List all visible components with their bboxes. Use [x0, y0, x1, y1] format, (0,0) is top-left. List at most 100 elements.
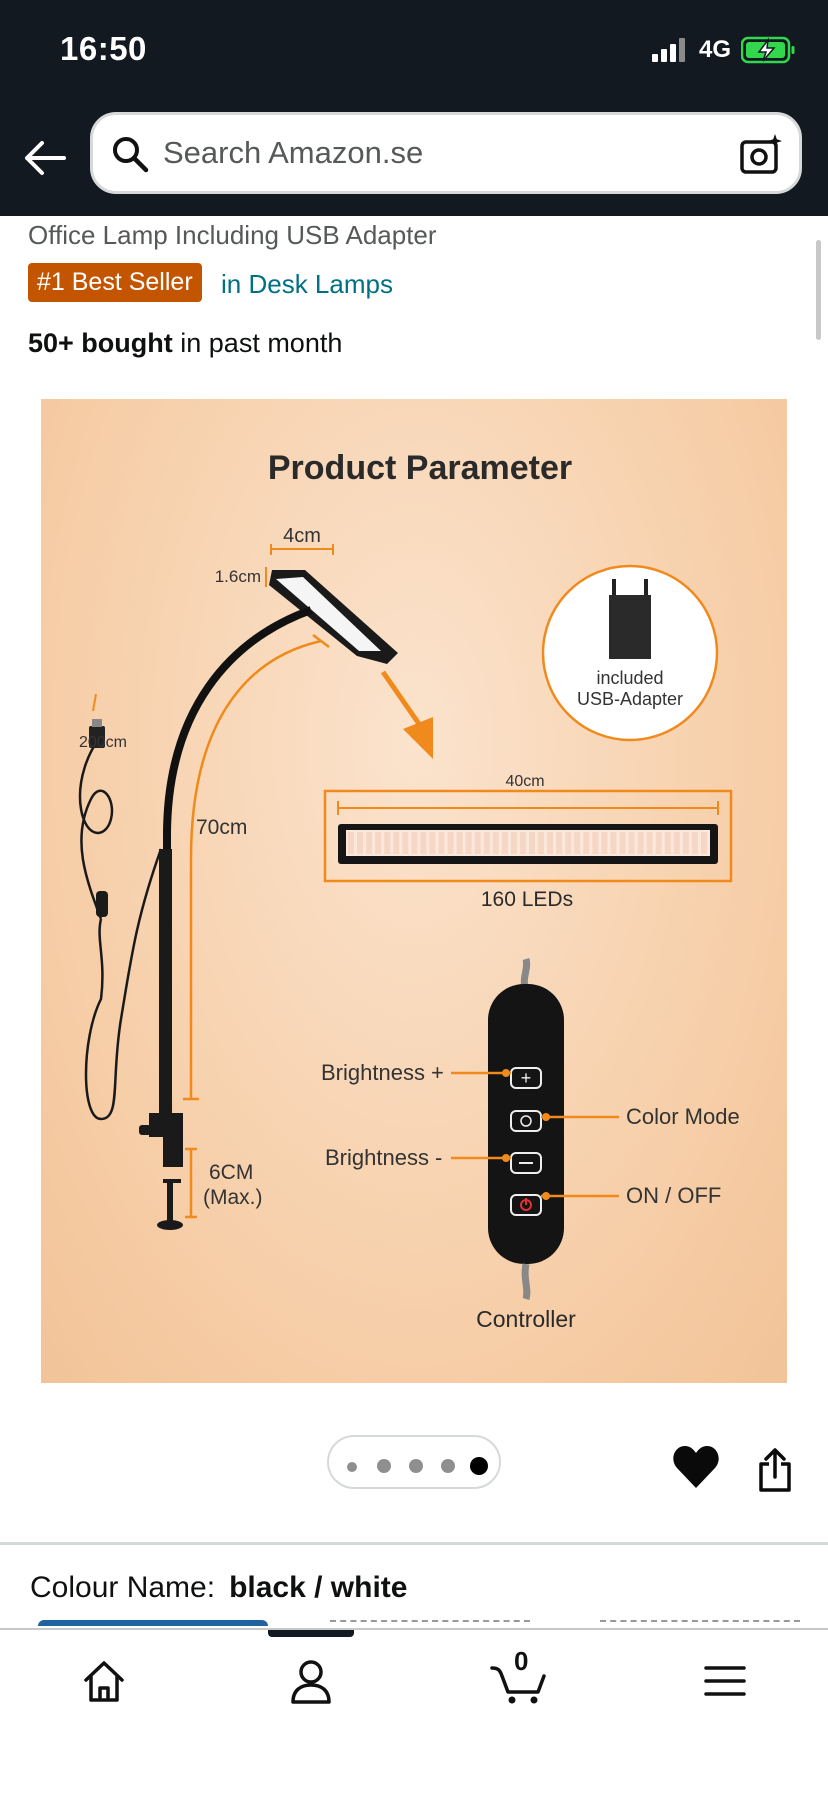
dim-arm-line — [189, 639, 322, 1099]
share-icon[interactable] — [755, 1448, 795, 1492]
bottom-tab-bar: 0 — [0, 1628, 828, 1794]
bought-suffix: in past month — [172, 328, 343, 358]
carousel-dot[interactable] — [347, 1462, 357, 1472]
image-carousel-dots[interactable] — [327, 1435, 501, 1489]
menu-icon[interactable] — [702, 1658, 748, 1704]
brightness-up-button — [510, 1067, 542, 1089]
product-image[interactable]: Product Parameter 4cm 1.6cm 70cm 6CM (Ma… — [41, 399, 787, 1383]
led-segment — [610, 832, 617, 854]
lamp-pole — [159, 849, 172, 1129]
section-divider — [0, 1542, 828, 1545]
led-segment — [601, 832, 608, 854]
heart-icon[interactable] — [672, 1444, 720, 1490]
swatch-selected[interactable] — [38, 1620, 268, 1626]
back-arrow-icon[interactable] — [22, 138, 68, 178]
led-segment — [628, 832, 635, 854]
carousel-dot[interactable] — [377, 1459, 391, 1473]
image-heading: Product Parameter — [268, 449, 572, 487]
dim-clamp-max-label: (Max.) — [203, 1186, 263, 1209]
active-tab-indicator — [268, 1630, 354, 1637]
led-segment — [655, 832, 662, 854]
bar-length-label: 40cm — [505, 773, 544, 790]
power-button — [510, 1194, 542, 1216]
led-segment — [664, 832, 671, 854]
battery-icon — [741, 36, 795, 64]
camera-search-icon[interactable] — [739, 133, 783, 177]
led-segment — [447, 832, 454, 854]
search-header — [0, 100, 828, 216]
swatch-option[interactable] — [330, 1620, 530, 1622]
controller-label: Controller — [476, 1306, 576, 1332]
lamp-clamp — [149, 1113, 183, 1167]
dim-clamp-label: 6CM — [209, 1161, 253, 1184]
led-segment — [682, 832, 689, 854]
led-segment — [411, 832, 418, 854]
colour-name-value: black / white — [229, 1571, 408, 1604]
led-segment — [637, 832, 644, 854]
led-segment — [465, 832, 472, 854]
search-icon — [113, 137, 149, 173]
on-off-label: ON / OFF — [626, 1183, 721, 1208]
led-segment — [510, 832, 517, 854]
carousel-dot[interactable] — [441, 1459, 455, 1473]
swatch-option[interactable] — [600, 1620, 800, 1622]
led-segment — [547, 832, 554, 854]
best-seller-category-link[interactable]: in Desk Lamps — [221, 269, 393, 299]
search-box[interactable] — [90, 112, 802, 194]
dim-cable-label: 200cm — [79, 734, 127, 751]
led-segment — [456, 832, 463, 854]
bought-count: 50+ bought — [28, 328, 173, 358]
status-bar: 16:50 4G — [0, 0, 828, 100]
led-segment — [384, 832, 391, 854]
adapter-label-line2: USB-Adapter — [577, 689, 683, 709]
home-icon[interactable] — [81, 1658, 127, 1704]
led-segment — [646, 832, 653, 854]
search-input[interactable] — [163, 133, 703, 173]
dim-width-label: 4cm — [283, 525, 321, 547]
colour-name-row: Colour Name: black / white — [30, 1571, 407, 1605]
brightness-plus-label: Brightness + — [321, 1060, 444, 1085]
led-segment — [619, 832, 626, 854]
svg-text:+: + — [521, 1068, 532, 1088]
led-segment — [420, 832, 427, 854]
color-mode-label: Color Mode — [626, 1104, 740, 1129]
led-bar-frame — [323, 789, 733, 883]
account-icon[interactable] — [288, 1658, 334, 1704]
led-segment — [393, 832, 400, 854]
lamp-gooseneck — [162, 606, 313, 1119]
led-segment — [375, 832, 382, 854]
bought-in-past-month: 50+ bought in past month — [28, 328, 342, 359]
colour-name-label: Colour Name: — [30, 1571, 216, 1604]
led-segment — [592, 832, 599, 854]
brightness-down-button — [510, 1152, 542, 1174]
color-mode-button — [510, 1110, 542, 1132]
network-label: 4G — [699, 36, 732, 63]
best-seller-badge[interactable]: #1 Best Seller — [28, 263, 202, 302]
cart-count: 0 — [514, 1646, 529, 1676]
led-segment — [501, 832, 508, 854]
page-scrollbar[interactable] — [816, 240, 821, 340]
led-segment — [429, 832, 436, 854]
led-segment — [438, 832, 445, 854]
controller-device — [488, 984, 564, 1264]
led-segment — [583, 832, 590, 854]
led-segment — [565, 832, 572, 854]
adapter-label-line1: included — [596, 668, 663, 688]
led-segment — [402, 832, 409, 854]
brightness-minus-label: Brightness - — [325, 1145, 442, 1170]
carousel-dot[interactable] — [409, 1459, 423, 1473]
led-segment — [357, 832, 364, 854]
dim-arm-label: 70cm — [196, 816, 247, 839]
led-segment — [366, 832, 373, 854]
carousel-dot-active[interactable] — [470, 1457, 488, 1475]
status-time: 16:50 — [60, 30, 147, 67]
product-title[interactable]: Office Lamp Including USB Adapter — [28, 220, 437, 250]
led-segment — [574, 832, 581, 854]
signal-icon — [652, 38, 685, 62]
led-segment — [519, 832, 526, 854]
cart-icon[interactable] — [490, 1658, 546, 1704]
led-segment — [673, 832, 680, 854]
product-parameter-graphic: Product Parameter 4cm 1.6cm 70cm 6CM (Ma… — [78, 449, 740, 1332]
lamp-head — [269, 570, 398, 664]
usb-adapter-icon — [609, 595, 651, 659]
